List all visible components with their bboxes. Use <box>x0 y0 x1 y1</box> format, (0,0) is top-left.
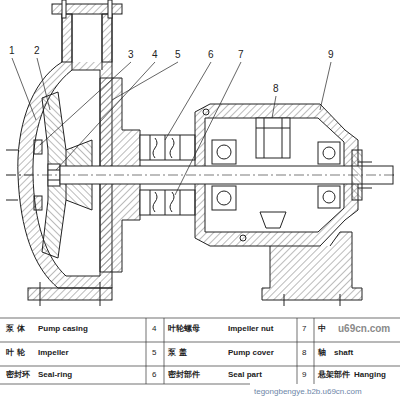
part-name-en: Impeller <box>38 349 69 358</box>
part-number: 7 <box>302 325 306 334</box>
part-number: 9 <box>302 371 306 380</box>
callout-number: 3 <box>127 49 135 60</box>
watermark: u69cn.com <box>338 323 390 334</box>
part-name-cn: 中 <box>318 325 326 334</box>
part-name-cn: 悬架部件 <box>318 371 350 380</box>
callout-number: 9 <box>327 49 335 60</box>
part-name-en: Impeller nut <box>228 325 273 334</box>
watermark: tegongbengye.b2b.u69cn.com <box>254 388 362 397</box>
part-name-en: shaft <box>334 349 353 358</box>
part-name-cn: 轴 <box>318 349 326 358</box>
callout-number: 7 <box>237 49 245 60</box>
callout-number: 4 <box>151 49 159 60</box>
part-name-en: Seal-ring <box>38 371 72 380</box>
part-name-cn: 密封环 <box>6 371 30 380</box>
part-name-en: Pump cover <box>228 349 274 358</box>
part-name-cn: 叶轮螺母 <box>168 325 200 334</box>
callout-number: 6 <box>207 49 215 60</box>
part-number: 8 <box>302 349 306 358</box>
part-name-en: Pump casing <box>38 325 88 334</box>
part-number: 5 <box>152 349 156 358</box>
part-name-cn: 叶 轮 <box>6 349 25 358</box>
part-name-cn: 密封部件 <box>168 371 200 380</box>
part-number: 4 <box>152 325 156 334</box>
part-number: 6 <box>152 371 156 380</box>
part-name-en: Seal part <box>228 371 262 380</box>
part-name-cn: 泵 盖 <box>168 349 187 358</box>
part-name-cn: 泵 体 <box>6 325 25 334</box>
part-name-en: Hanging <box>354 371 386 380</box>
callout-number: 8 <box>272 83 280 94</box>
callout-number: 1 <box>8 45 16 56</box>
callout-number: 2 <box>33 45 41 56</box>
callout-number: 5 <box>174 49 182 60</box>
